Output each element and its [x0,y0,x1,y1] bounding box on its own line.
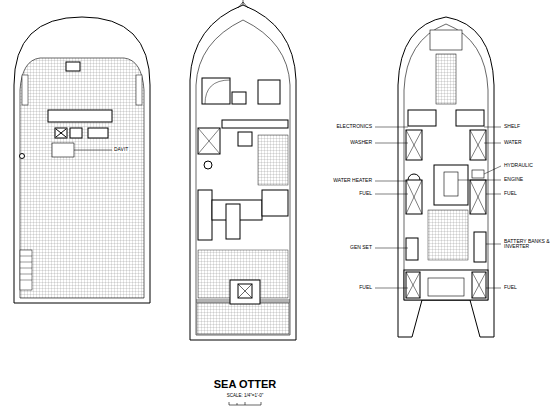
part-label: WATER [503,140,523,146]
part-label: DAVIT [113,147,129,153]
part-label: FUEL [503,285,518,291]
part-label: ENGINE [503,177,524,183]
part-label: FUEL [358,191,373,197]
scale-note: SCALE: 1/4"=1'-0" [227,394,264,399]
part-label: GEN SET [349,245,373,251]
part-label: ELECTRONICS [335,124,373,130]
part-label: SHELF [503,124,521,130]
part-label: WATER HEATER [332,178,373,184]
part-label: FUEL [503,191,518,197]
part-label: FUEL [358,285,373,291]
part-label: HYDRAULIC [503,163,534,169]
plan-title: SEA OTTER [214,378,277,390]
part-label: BATTERY BANKS & INVERTER [503,239,558,250]
part-label: WASHER [349,140,373,146]
